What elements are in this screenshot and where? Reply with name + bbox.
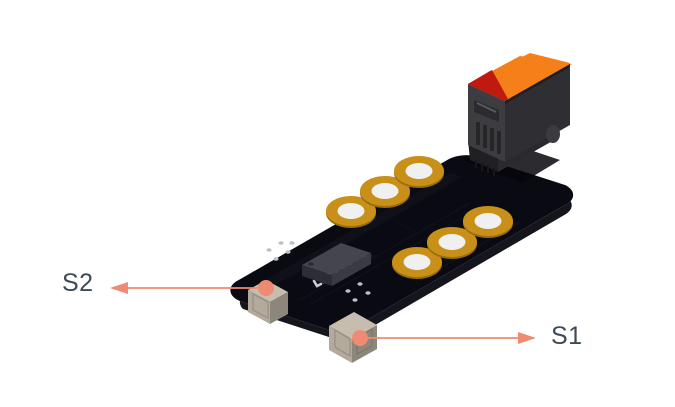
ic-side	[332, 253, 371, 286]
pad-ring-group	[326, 156, 513, 279]
pcb-vias	[266, 241, 371, 302]
tab-s1-top	[329, 312, 377, 339]
connector-ribs	[476, 122, 501, 154]
connector-top-lip	[505, 64, 570, 104]
tab-s2-inset	[252, 293, 269, 319]
tab-s1-inset	[334, 328, 351, 358]
board-sheen	[250, 173, 462, 293]
callout-s2	[110, 280, 274, 296]
connector-side-face	[505, 64, 570, 162]
pad-ring	[360, 176, 410, 208]
pad-ring	[394, 156, 444, 188]
board-side-edge	[230, 185, 574, 339]
pad-ring	[463, 206, 513, 238]
pad-ring	[326, 196, 376, 228]
ic-front	[302, 265, 332, 286]
ic-pin1-marker	[308, 262, 314, 266]
rj-connector	[462, 53, 572, 183]
pad-ring	[392, 247, 442, 279]
connector-red-accent	[468, 70, 508, 101]
tab-s1-inset2	[356, 328, 373, 355]
soic-ic	[302, 243, 372, 288]
tab-s2-side	[270, 292, 288, 324]
callout-label-s2: S2	[62, 269, 94, 297]
connector-pin-legs	[475, 160, 495, 176]
callout-s1	[352, 330, 536, 346]
pad-ring	[427, 227, 477, 259]
callout-label-s1: S1	[551, 322, 583, 350]
ic-top	[302, 243, 371, 275]
connector-slot-highlight	[476, 102, 497, 113]
callout-s1-arrowhead	[518, 332, 536, 344]
connector-boss	[546, 125, 560, 143]
callout-s2-arrowhead	[110, 282, 128, 294]
